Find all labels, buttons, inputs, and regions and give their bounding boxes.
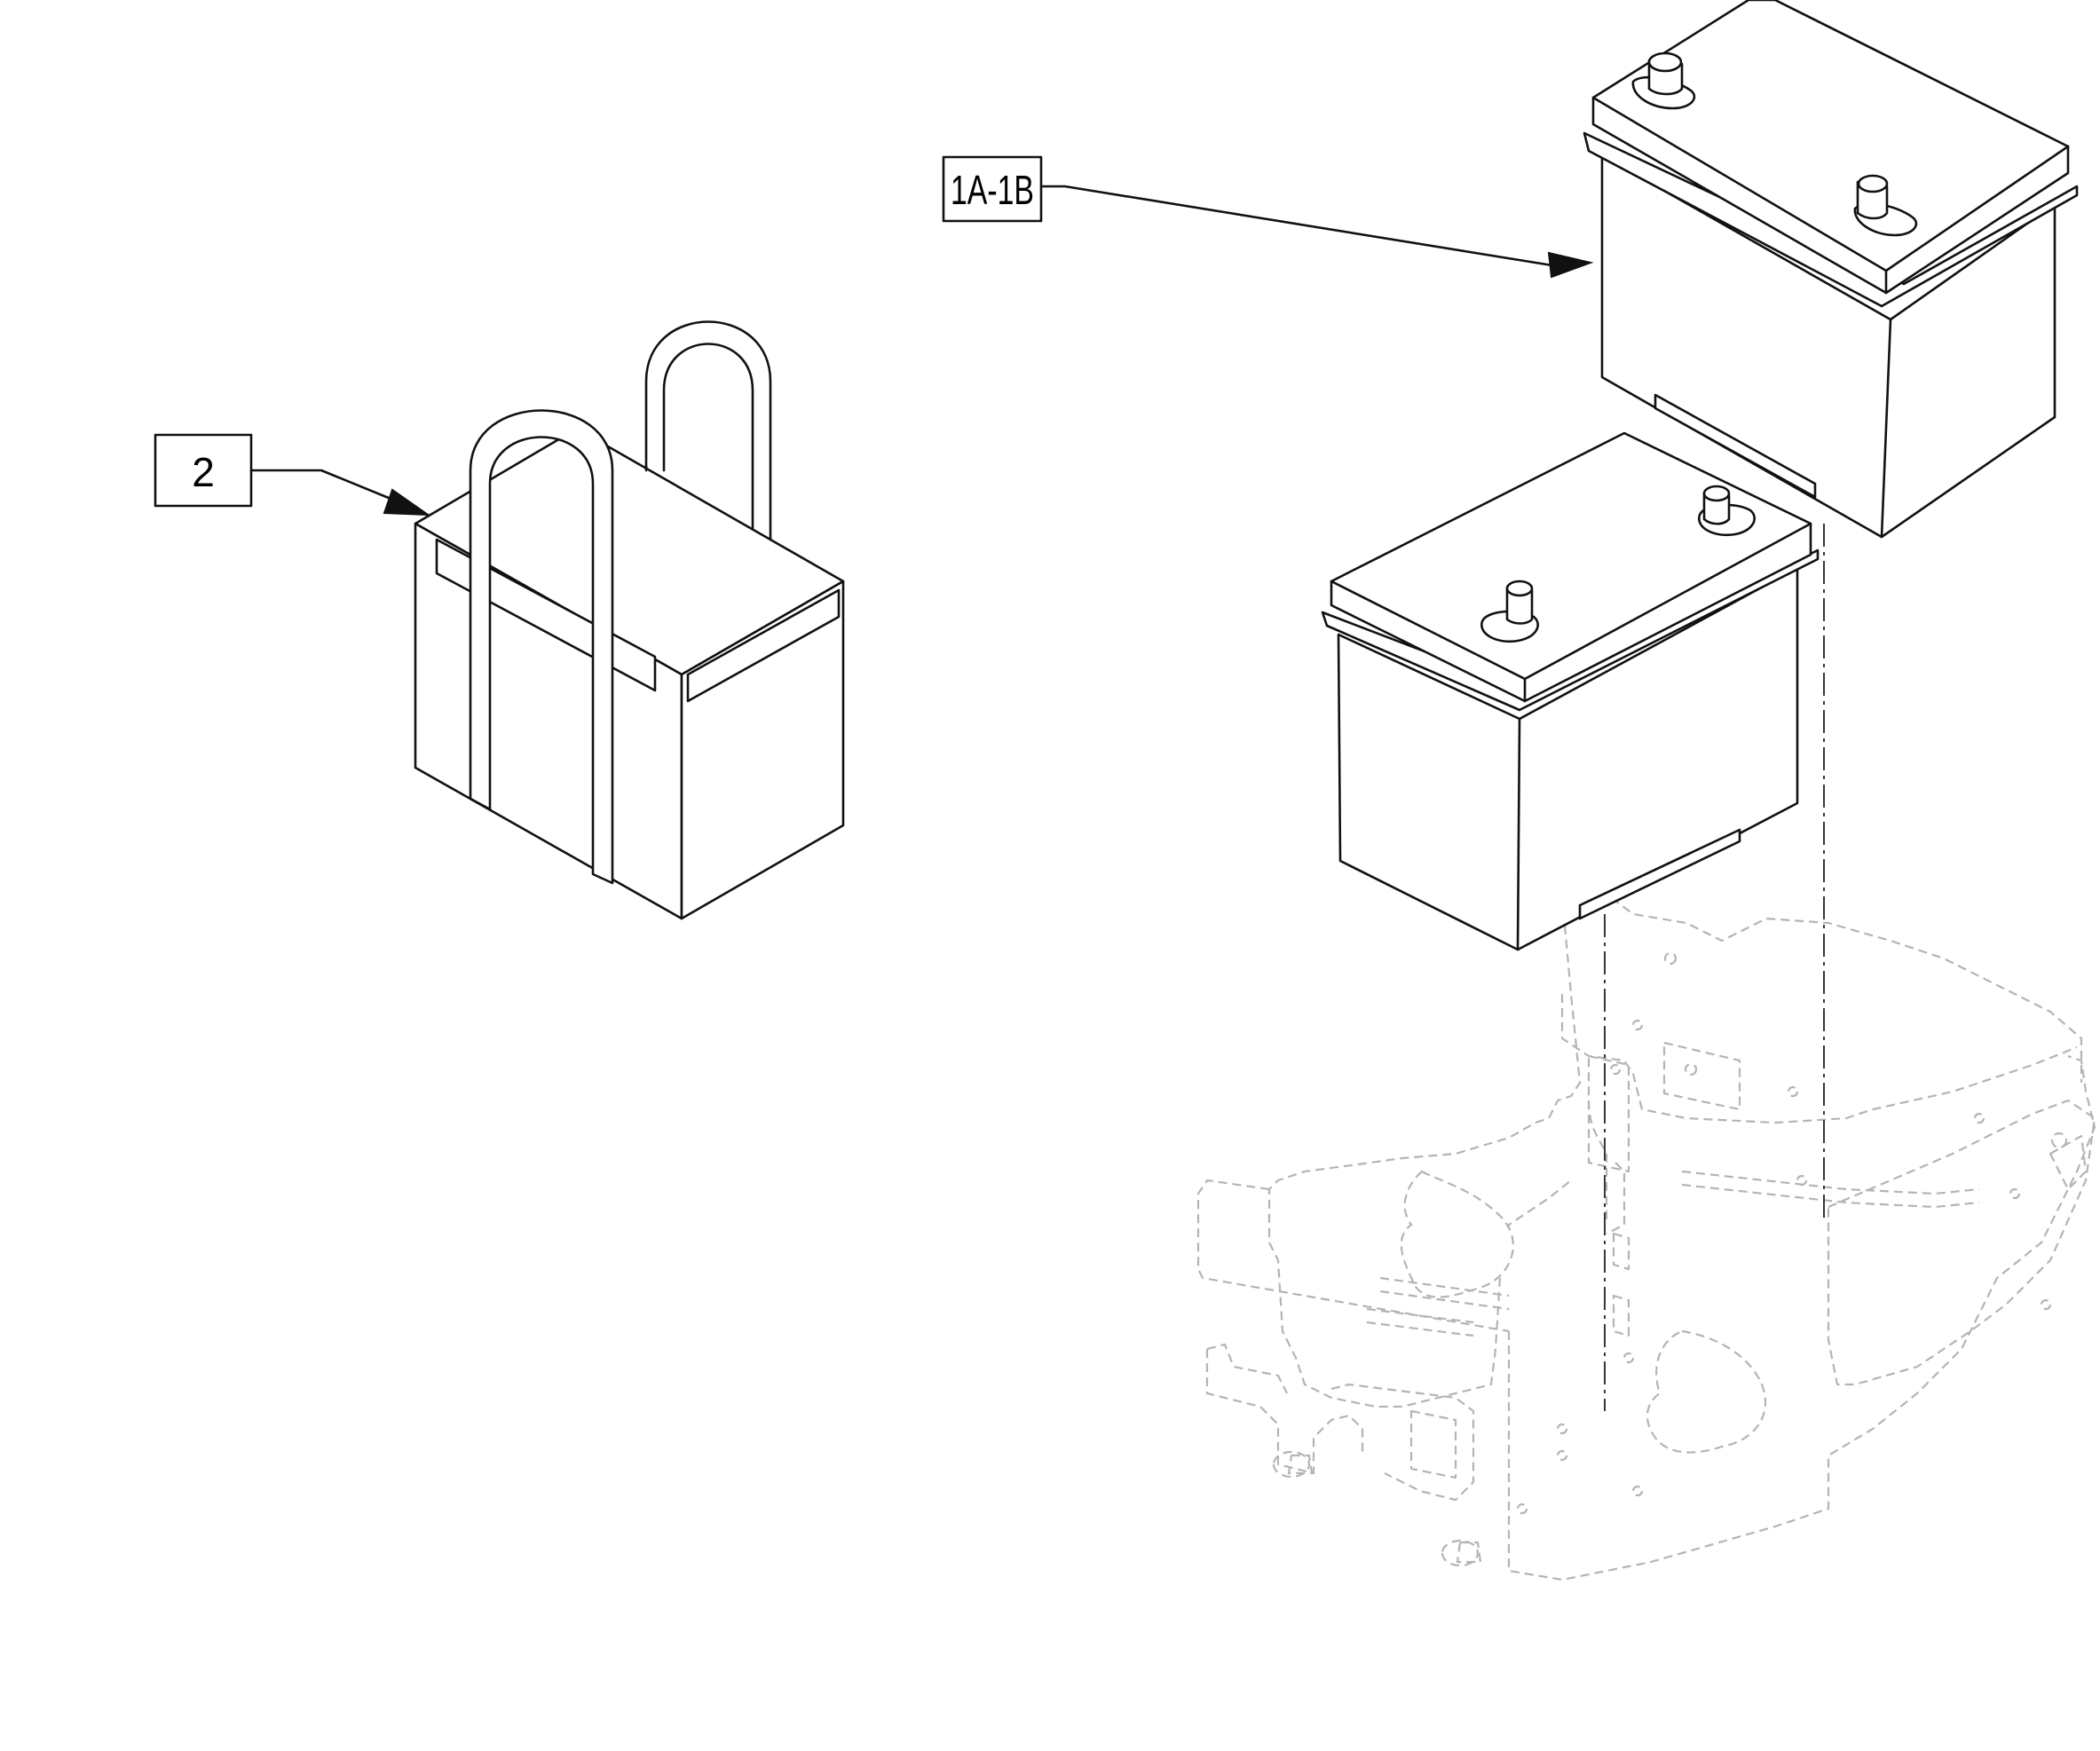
terminal-icon — [1853, 174, 1918, 237]
battery-rear — [1583, 0, 2079, 539]
terminal-icon — [1698, 485, 1756, 537]
frame-base-ghost — [1196, 886, 2096, 1581]
callout-bag[interactable]: 2 — [154, 433, 431, 517]
callout-label-bag: 2 — [192, 449, 215, 495]
battery-bag — [414, 320, 845, 920]
terminal-icon — [1631, 51, 1696, 110]
alignment-lines — [1604, 524, 1825, 1411]
arrowhead-icon — [1547, 251, 1594, 279]
arrowhead-icon — [383, 488, 431, 517]
callout-battery[interactable]: 1A-1B — [942, 155, 1594, 279]
battery-front — [1321, 431, 1820, 951]
terminal-icon — [1480, 580, 1539, 643]
callout-label-battery: 1A-1B — [951, 167, 1034, 213]
